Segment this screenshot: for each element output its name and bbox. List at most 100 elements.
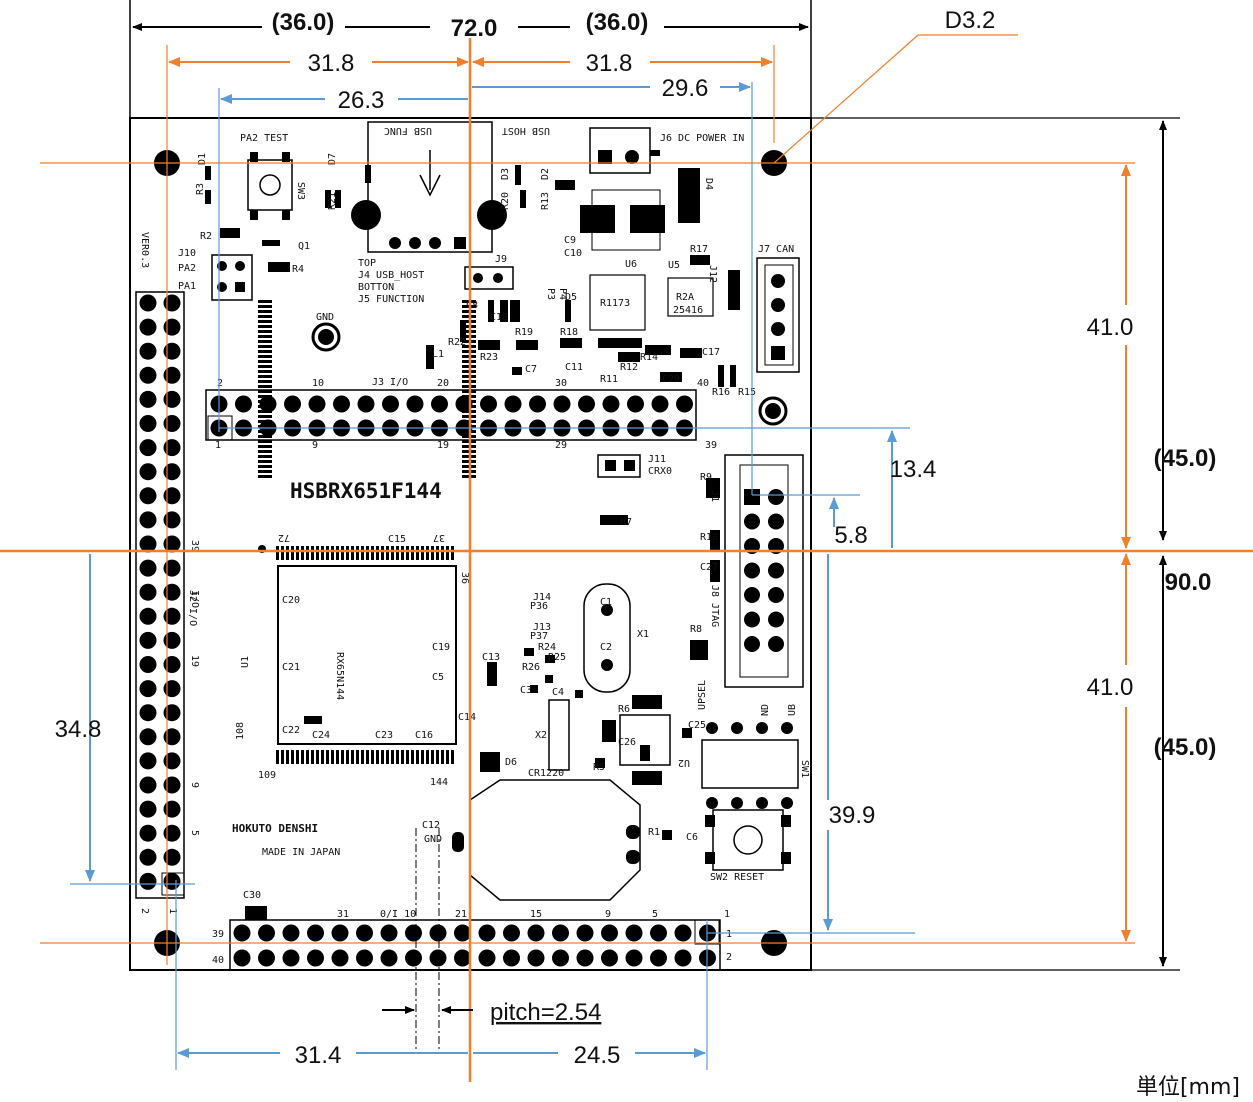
component-ref: D3 xyxy=(500,168,511,180)
pin xyxy=(139,366,157,384)
smd-part xyxy=(268,262,290,272)
smd-part xyxy=(650,150,660,156)
pin xyxy=(163,680,181,698)
u1-pin-label: 72 xyxy=(278,532,290,543)
pin xyxy=(163,656,181,673)
pin xyxy=(163,511,181,529)
pin xyxy=(163,366,181,384)
smd-part xyxy=(220,228,240,238)
smd-part xyxy=(660,372,682,382)
dim-top-half-left: (36.0) xyxy=(272,9,335,36)
pin xyxy=(553,395,571,413)
pin xyxy=(258,924,275,942)
pin xyxy=(601,949,618,967)
smd-part xyxy=(488,300,494,322)
pin xyxy=(744,611,760,628)
component-ref: C5 xyxy=(432,672,444,683)
j7-can-connector xyxy=(756,257,800,373)
top-label: TOP xyxy=(358,258,376,269)
u1-pin-label: 109 xyxy=(258,770,276,781)
pin xyxy=(139,704,157,722)
u1-pin-label: 108 xyxy=(235,722,246,740)
j2-pin-label: 19 xyxy=(189,655,200,667)
component-ref: C20 xyxy=(282,595,300,606)
pin xyxy=(405,949,422,967)
component-ref: R22 xyxy=(448,337,466,348)
pin xyxy=(139,800,157,818)
pin xyxy=(405,924,422,942)
dim-top-half-right: (36.0) xyxy=(586,9,649,36)
smd-part xyxy=(662,830,672,840)
pin xyxy=(527,949,545,967)
component-ref: C4 xyxy=(552,687,564,698)
pin xyxy=(139,511,157,529)
pin xyxy=(768,611,784,628)
component-ref: C3 xyxy=(520,685,532,696)
pin xyxy=(259,395,277,413)
component-ref: J14 xyxy=(533,592,551,603)
j1-pin-label: 2 xyxy=(726,952,732,963)
pin xyxy=(429,924,447,942)
pin xyxy=(356,924,373,942)
dim-jtag-offset: 5.8 xyxy=(834,522,867,549)
smd-part xyxy=(645,345,671,355)
test-label: PA2 TEST xyxy=(240,133,288,144)
component-ref: J13 xyxy=(533,622,551,633)
component-ref: R26 xyxy=(522,662,540,673)
pin xyxy=(627,395,644,413)
component-ref: C14 xyxy=(458,712,476,723)
pin xyxy=(163,559,181,577)
smd-part xyxy=(365,165,371,183)
smd-part xyxy=(460,320,466,342)
smd-part xyxy=(728,270,740,310)
pitch-lines xyxy=(415,828,440,1052)
component-ref: C26 xyxy=(618,737,636,748)
component-ref: R6 xyxy=(618,704,630,715)
dim-orange-left: 31.8 xyxy=(308,50,355,77)
u1-label: U1 xyxy=(240,656,251,668)
component-ref: C17 xyxy=(702,347,720,358)
component-ref: R20 xyxy=(500,192,511,210)
pin xyxy=(139,752,157,770)
pin xyxy=(163,583,181,601)
component-ref: C27 xyxy=(700,562,718,573)
gnd2-label: GND xyxy=(424,834,442,845)
pin xyxy=(139,559,157,577)
x1-label: X1 xyxy=(637,629,649,640)
dim-orange-right: 31.8 xyxy=(586,50,633,77)
smd-part xyxy=(690,640,708,660)
pin xyxy=(676,395,693,413)
pin xyxy=(455,395,473,413)
pin xyxy=(307,949,324,967)
j2-pin-label: I/O xyxy=(189,590,200,608)
q1-label: Q1 xyxy=(298,241,310,252)
j2-header xyxy=(135,291,185,899)
component-ref: C7 xyxy=(525,364,537,375)
component-ref: R19 xyxy=(515,327,533,338)
pin xyxy=(771,298,785,312)
c10-label: C10 xyxy=(564,248,582,259)
j1-header xyxy=(229,919,721,971)
pin xyxy=(503,949,520,967)
pin xyxy=(163,390,181,408)
silkscreen: HSBRX651F144 HOKUTO DENSHI MADE IN JAPAN… xyxy=(139,125,810,966)
sw3-label: SW3 xyxy=(295,182,306,200)
pin xyxy=(382,395,399,413)
component-ref: P36 xyxy=(530,601,548,612)
smd-part xyxy=(205,166,211,180)
pin xyxy=(282,949,300,967)
pin xyxy=(233,949,251,967)
j2-pin-label: 2 xyxy=(139,908,150,914)
pin xyxy=(768,513,784,530)
j8-label: J8 JTAG xyxy=(709,585,720,627)
pin xyxy=(163,318,181,336)
pin xyxy=(163,776,181,794)
smd-part xyxy=(600,515,628,525)
component-ref: C23 xyxy=(375,730,393,741)
component-ref: C13 xyxy=(482,652,500,663)
pin xyxy=(331,949,349,967)
smd-part xyxy=(618,352,640,362)
r17-label: R17 xyxy=(690,244,708,255)
pin xyxy=(233,924,251,942)
